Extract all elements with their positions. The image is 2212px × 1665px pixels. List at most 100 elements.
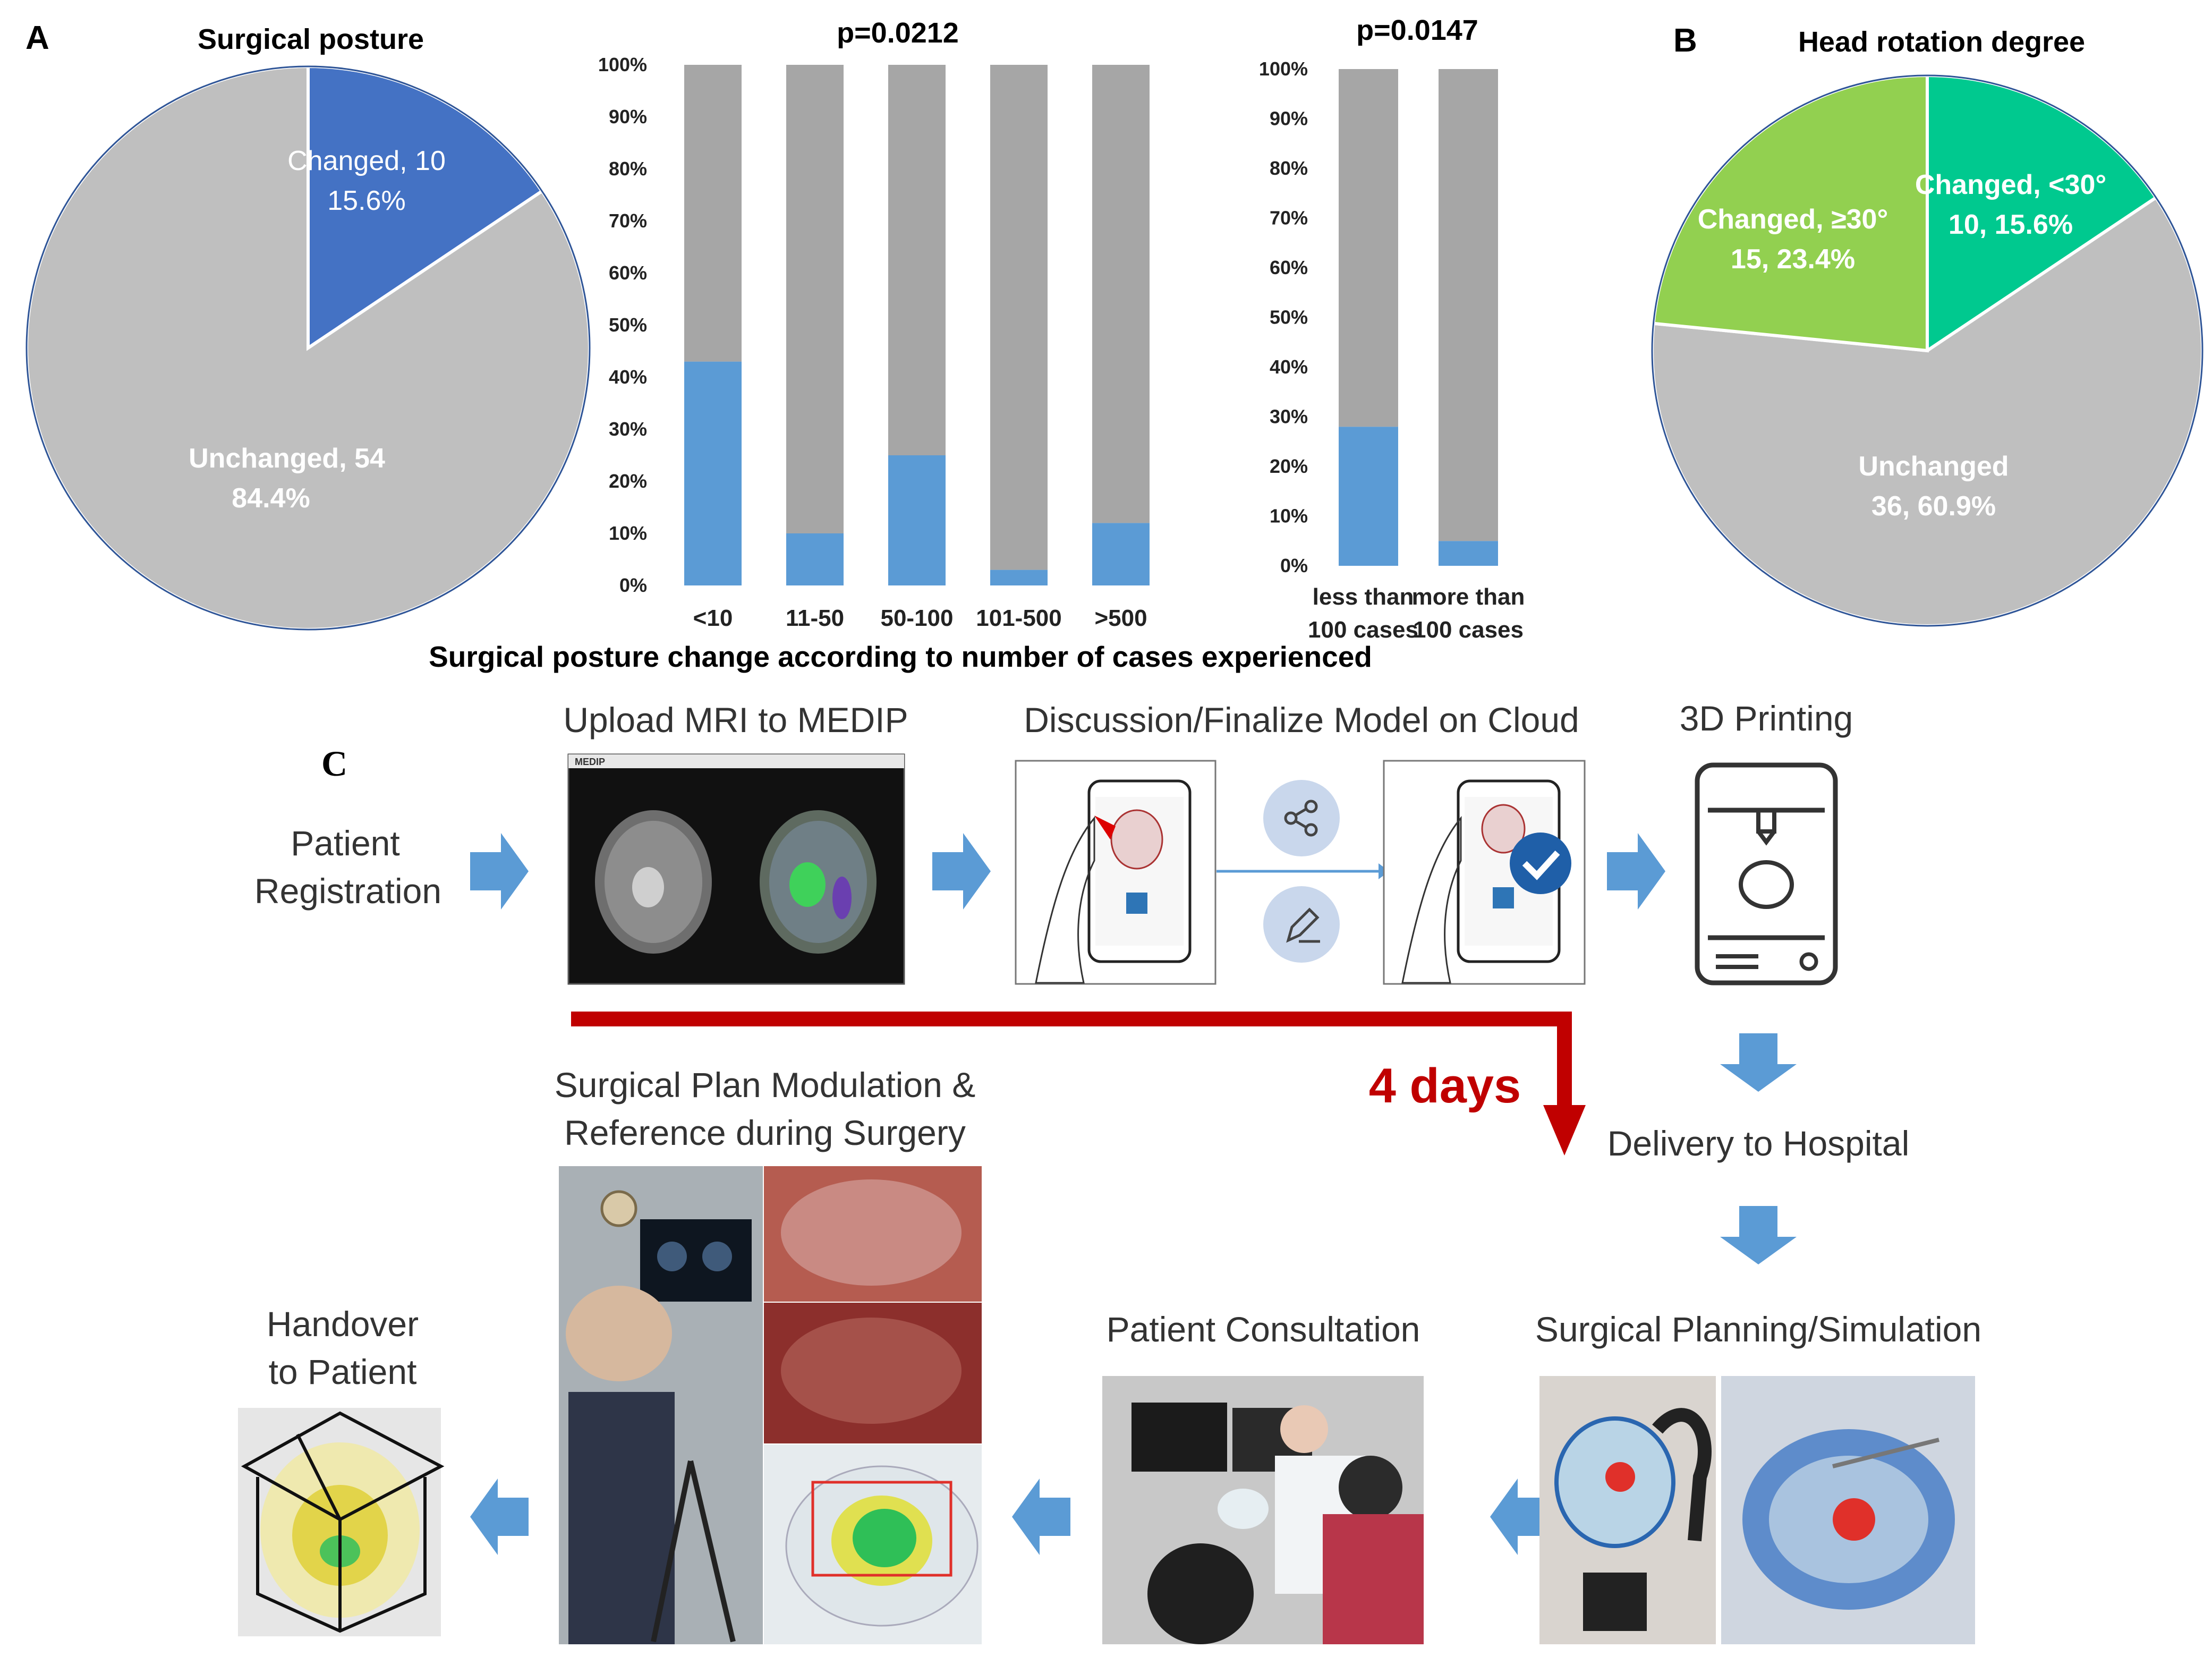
handover-model-photo bbox=[238, 1408, 445, 1636]
panel-b-label: B bbox=[1673, 22, 1697, 59]
step-patient-registration-line1: Patient bbox=[291, 823, 399, 863]
step-modulation-title-line2: Reference during Surgery bbox=[564, 1113, 966, 1152]
phone-discussion-image bbox=[1015, 760, 1216, 985]
bar2-xlabel-0-line-0: less than bbox=[1313, 584, 1414, 610]
bar2-ytick-10: 100% bbox=[1259, 58, 1308, 80]
bar2-ytick-9: 90% bbox=[1270, 108, 1308, 130]
bar1-bar-3-series-1 bbox=[990, 65, 1048, 570]
bar2-ytick-7: 70% bbox=[1270, 207, 1308, 229]
bar1-ytick-10: 100% bbox=[598, 54, 647, 75]
duration-label: 4 days bbox=[1369, 1059, 1521, 1113]
arrow-right-1 bbox=[470, 833, 529, 910]
bar2-bar-0-series-0 bbox=[1339, 427, 1398, 566]
arrow-right-2 bbox=[932, 833, 991, 910]
step-delivery-title: Delivery to Hospital bbox=[1607, 1124, 1910, 1163]
bar1-bar-1-series-1 bbox=[786, 65, 844, 533]
bar1-ytick-2: 20% bbox=[609, 470, 647, 492]
phone-finalized-image bbox=[1383, 760, 1586, 985]
bar2-ytick-4: 40% bbox=[1270, 356, 1308, 378]
pie-chart-surgical-posture: Changed, 10 15.6% Unchanged, 54 84.4% bbox=[25, 64, 591, 631]
bar1-xlabel-1: 11-50 bbox=[786, 605, 844, 631]
bar1-xlabel-4: >500 bbox=[1094, 605, 1147, 631]
bar2-ytick-0: 0% bbox=[1280, 555, 1308, 576]
bar2-ytick-6: 60% bbox=[1270, 257, 1308, 278]
bar1-bar-0-series-1 bbox=[684, 65, 742, 362]
share-icon bbox=[1263, 780, 1340, 856]
arrow-down-1 bbox=[1720, 1033, 1797, 1092]
pie-a-title: Surgical posture bbox=[198, 23, 424, 55]
step-planning-title: Surgical Planning/Simulation bbox=[1535, 1310, 1981, 1349]
bar1-bar-4-series-0 bbox=[1092, 523, 1150, 585]
panel-a-label: A bbox=[25, 20, 49, 56]
3d-printer-icon bbox=[1695, 762, 1838, 986]
arrow-down-2 bbox=[1720, 1206, 1797, 1264]
bar1-xlabel-3: 101-500 bbox=[976, 605, 1061, 631]
pie-a-slice-label-1: Unchanged, 54 bbox=[189, 443, 385, 474]
bar1-ytick-8: 80% bbox=[609, 158, 647, 180]
step-modulation-title-line1: Surgical Plan Modulation & bbox=[555, 1065, 975, 1105]
bar2-bar-0-series-1 bbox=[1339, 69, 1398, 427]
bar-chart-2-title: p=0.0147 bbox=[1356, 14, 1478, 46]
step-handover-title-line1: Handover bbox=[267, 1304, 419, 1344]
step-handover-title-line2: to Patient bbox=[269, 1352, 417, 1391]
bar2-ytick-3: 30% bbox=[1270, 406, 1308, 428]
bar1-ytick-1: 10% bbox=[609, 522, 647, 544]
bar2-xlabel-1-line-0: more than bbox=[1412, 584, 1525, 610]
bar-chart-1-title: p=0.0212 bbox=[837, 17, 959, 49]
bar2-xlabel-0-line-1: 100 cases bbox=[1308, 617, 1418, 643]
surgical-planning-photo bbox=[1539, 1376, 1975, 1644]
bar1-ytick-7: 70% bbox=[609, 210, 647, 232]
bar2-xlabel-1-line-1: 100 cases bbox=[1413, 617, 1524, 643]
bar1-xlabel-0: <10 bbox=[693, 605, 733, 631]
pie-b-title: Head rotation degree bbox=[1798, 26, 2085, 58]
surgery-reference-photo bbox=[559, 1166, 982, 1644]
pie-b-slice-value-0: 10, 15.6% bbox=[1949, 209, 2073, 240]
bar1-bar-2-series-1 bbox=[888, 65, 946, 455]
bar2-ytick-2: 20% bbox=[1270, 455, 1308, 477]
timeline-bar bbox=[571, 1012, 1572, 1105]
pie-b-slice-value-2: 15, 23.4% bbox=[1731, 244, 1855, 275]
bar-section-title: Surgical posture change according to num… bbox=[429, 640, 1372, 673]
pie-a-outline bbox=[25, 65, 591, 631]
bar-chart-cases-2-groups: 0% 10% 20% 30% 40% 50% 60% 70% 80% 90% 100% less th… bbox=[1259, 58, 1525, 643]
timeline-arrowhead bbox=[1543, 1105, 1586, 1156]
pie-a-slice-value-1: 84.4% bbox=[232, 483, 310, 514]
bar2-bar-1-series-0 bbox=[1439, 541, 1498, 566]
bar1-ytick-4: 40% bbox=[609, 366, 647, 388]
mri-screenshot: MEDIP bbox=[567, 753, 905, 985]
pie-b-slice-label-2: Changed, ≥30° bbox=[1698, 204, 1888, 235]
arrow-left-3 bbox=[470, 1479, 529, 1555]
bar2-ytick-8: 80% bbox=[1270, 157, 1308, 179]
bar2-ytick-1: 10% bbox=[1270, 505, 1308, 527]
pie-a-slice-label-0: Changed, 10 bbox=[287, 146, 446, 176]
arrow-right-3 bbox=[1607, 833, 1665, 910]
pie-chart-head-rotation: Changed, <30° 10, 15.6% Unchanged 36, 60.9%… bbox=[1651, 73, 2204, 627]
bar1-bar-0-series-0 bbox=[684, 361, 742, 585]
bar1-ytick-0: 0% bbox=[619, 574, 647, 596]
bar2-ytick-5: 50% bbox=[1270, 307, 1308, 328]
patient-consultation-photo bbox=[1102, 1376, 1424, 1644]
bar1-xlabel-2: 50-100 bbox=[880, 605, 953, 631]
step-patient-registration-line2: Registration bbox=[254, 871, 441, 911]
panel-c-label: C bbox=[321, 743, 347, 784]
check-badge-icon bbox=[1510, 832, 1571, 894]
bar1-ytick-5: 50% bbox=[609, 314, 647, 336]
bar1-bar-3-series-0 bbox=[990, 570, 1048, 585]
bar1-bar-2-series-0 bbox=[888, 455, 946, 585]
mri-window-brand: MEDIP bbox=[575, 757, 605, 767]
bar2-bar-1-series-1 bbox=[1439, 69, 1498, 541]
pie-b-slice-label-0: Changed, <30° bbox=[1915, 169, 2106, 200]
pie-b-outline bbox=[1651, 74, 2204, 627]
bar1-ytick-9: 90% bbox=[609, 106, 647, 128]
pie-b-slice-label-1: Unchanged bbox=[1858, 451, 2009, 482]
pie-b-slice-value-1: 36, 60.9% bbox=[1871, 491, 1996, 522]
pie-a-slice-value-0: 15.6% bbox=[327, 185, 405, 216]
bar1-bar-4-series-1 bbox=[1092, 65, 1150, 523]
step-discussion-title: Discussion/Finalize Model on Cloud bbox=[1024, 700, 1579, 740]
bar1-ytick-6: 60% bbox=[609, 262, 647, 284]
step-upload-title: Upload MRI to MEDIP bbox=[563, 700, 908, 740]
bar1-bar-1-series-0 bbox=[786, 533, 844, 585]
